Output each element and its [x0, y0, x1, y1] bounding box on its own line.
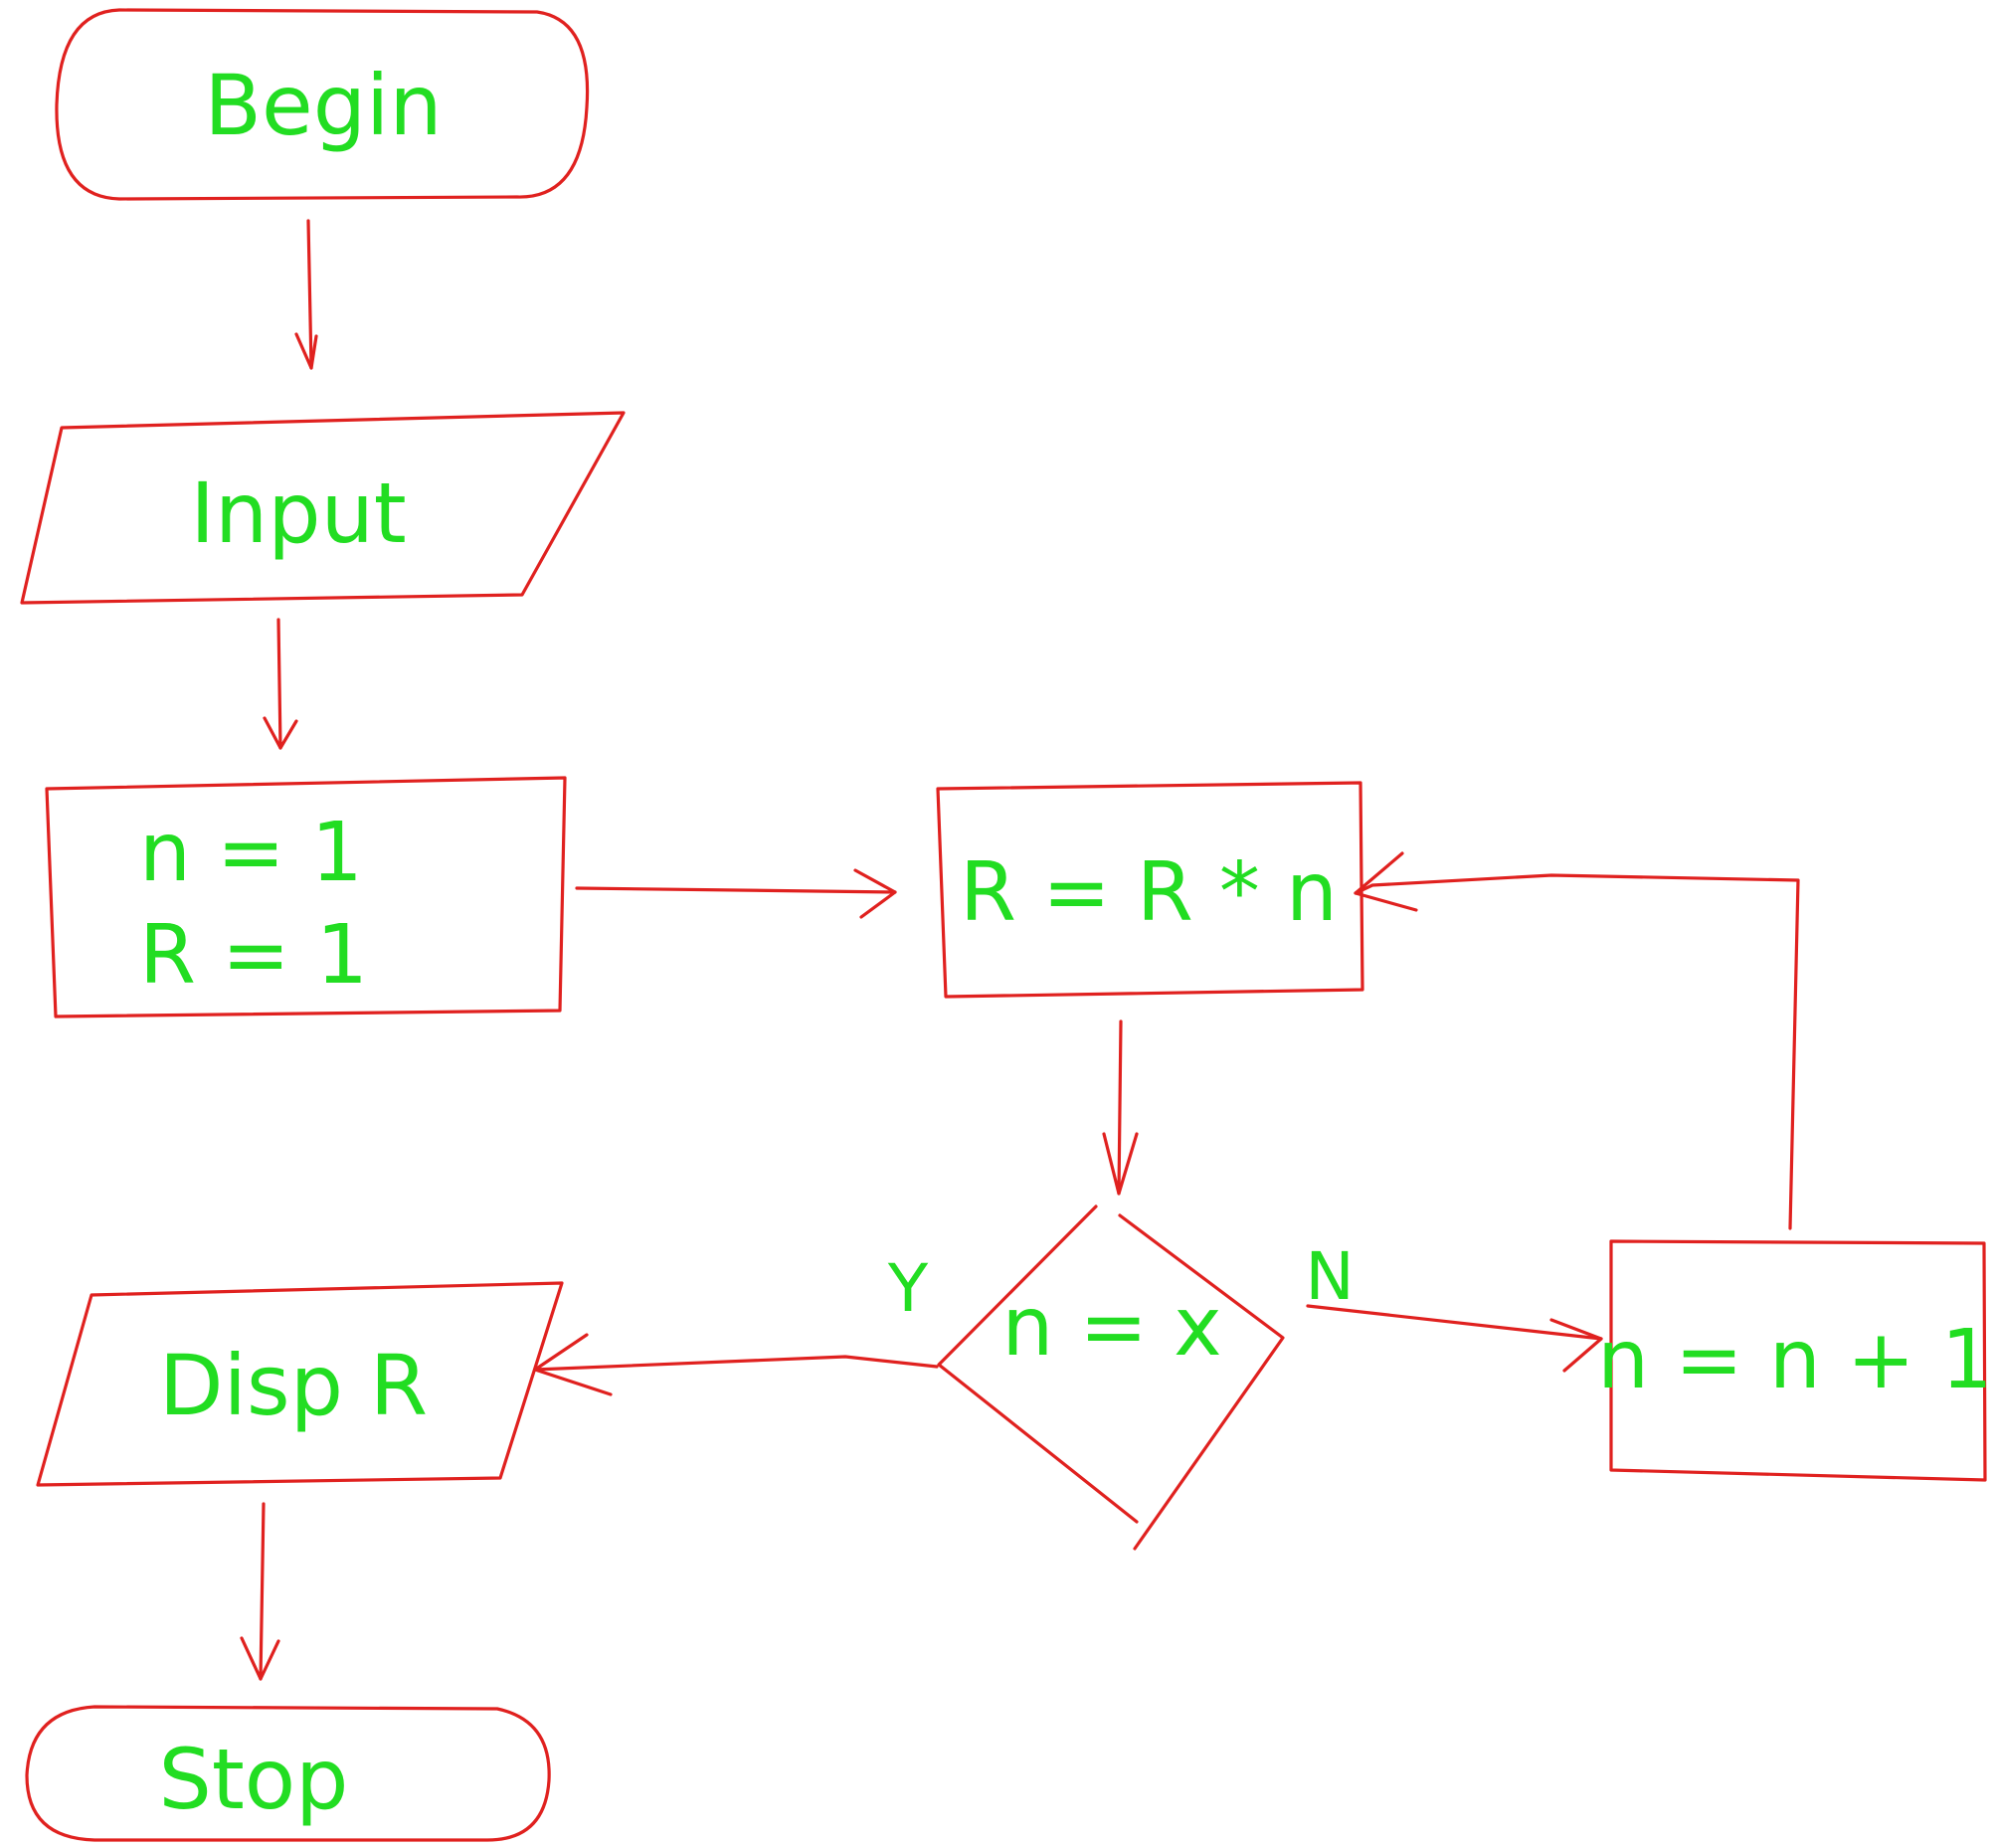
edge-multiply-to-check: [1102, 1019, 1139, 1196]
begin-label: Begin: [204, 57, 442, 154]
no-branch-label: N: [1305, 1238, 1354, 1315]
stop-label: Stop: [159, 1731, 349, 1828]
init-process-box: [45, 776, 567, 1018]
input-label: Input: [190, 464, 407, 562]
edge-check-to-increment: [1306, 1304, 1603, 1373]
edge-begin-to-input: [294, 219, 318, 370]
init-label-line1: n = 1: [139, 806, 363, 900]
flowchart-shapes: [20, 8, 1987, 1842]
display-label: Disp R: [159, 1337, 428, 1434]
yes-branch-label: Y: [887, 1250, 929, 1327]
check-label: n = x: [1001, 1280, 1221, 1375]
increment-process-box: [1609, 1239, 1987, 1482]
begin-terminator: [55, 8, 590, 201]
edge-display-to-stop: [240, 1502, 280, 1681]
check-decision-diamond: [937, 1204, 1285, 1551]
multiply-process-box: [936, 781, 1364, 999]
edge-check-to-display: [533, 1333, 939, 1396]
flowchart-labels: Begin Input n = 1 R = 1 R = R * n n = x …: [139, 57, 1993, 1828]
edge-input-to-init: [263, 618, 298, 750]
edge-increment-to-multiply: [1354, 851, 1800, 1230]
init-label-line2: R = 1: [139, 908, 368, 1003]
stop-terminator: [25, 1705, 551, 1842]
increment-label: n = n + 1: [1597, 1313, 1993, 1407]
multiply-label: R = R * n: [960, 845, 1338, 940]
input-parallelogram: [20, 411, 626, 605]
edge-init-to-multiply: [575, 868, 897, 919]
display-parallelogram: [36, 1281, 564, 1487]
